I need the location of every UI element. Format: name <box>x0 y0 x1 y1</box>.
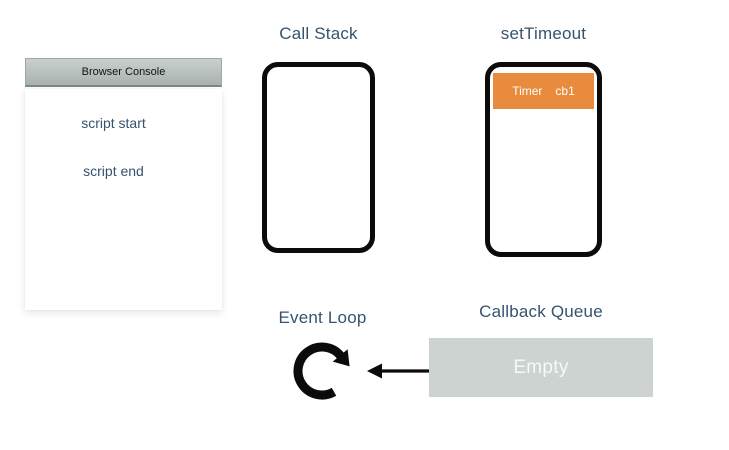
console-log-line: script end <box>83 163 144 179</box>
call-stack-title: Call Stack <box>279 24 358 43</box>
callback-queue-container: Empty <box>429 338 653 397</box>
timer-entry: Timer cb1 <box>493 73 594 109</box>
browser-console-title: Browser Console <box>81 66 166 78</box>
callback-queue-status: Empty <box>513 356 569 378</box>
browser-console-output: script start script end <box>25 89 222 310</box>
settimeout-container: Timer cb1 <box>485 62 602 257</box>
loop-arrow-icon <box>293 342 350 400</box>
timer-callback-label: cb1 <box>555 84 575 98</box>
call-stack-container <box>262 62 375 253</box>
queue-to-loop-arrow-icon <box>367 363 430 379</box>
console-log-line: script start <box>81 115 146 131</box>
timer-label: Timer <box>512 84 543 98</box>
settimeout-title: setTimeout <box>500 24 587 43</box>
browser-console-panel: Browser Console script start script end <box>25 58 222 310</box>
callback-queue-title: Callback Queue <box>479 302 603 321</box>
event-loop-title: Event Loop <box>278 308 367 327</box>
browser-console-header: Browser Console <box>25 58 222 87</box>
